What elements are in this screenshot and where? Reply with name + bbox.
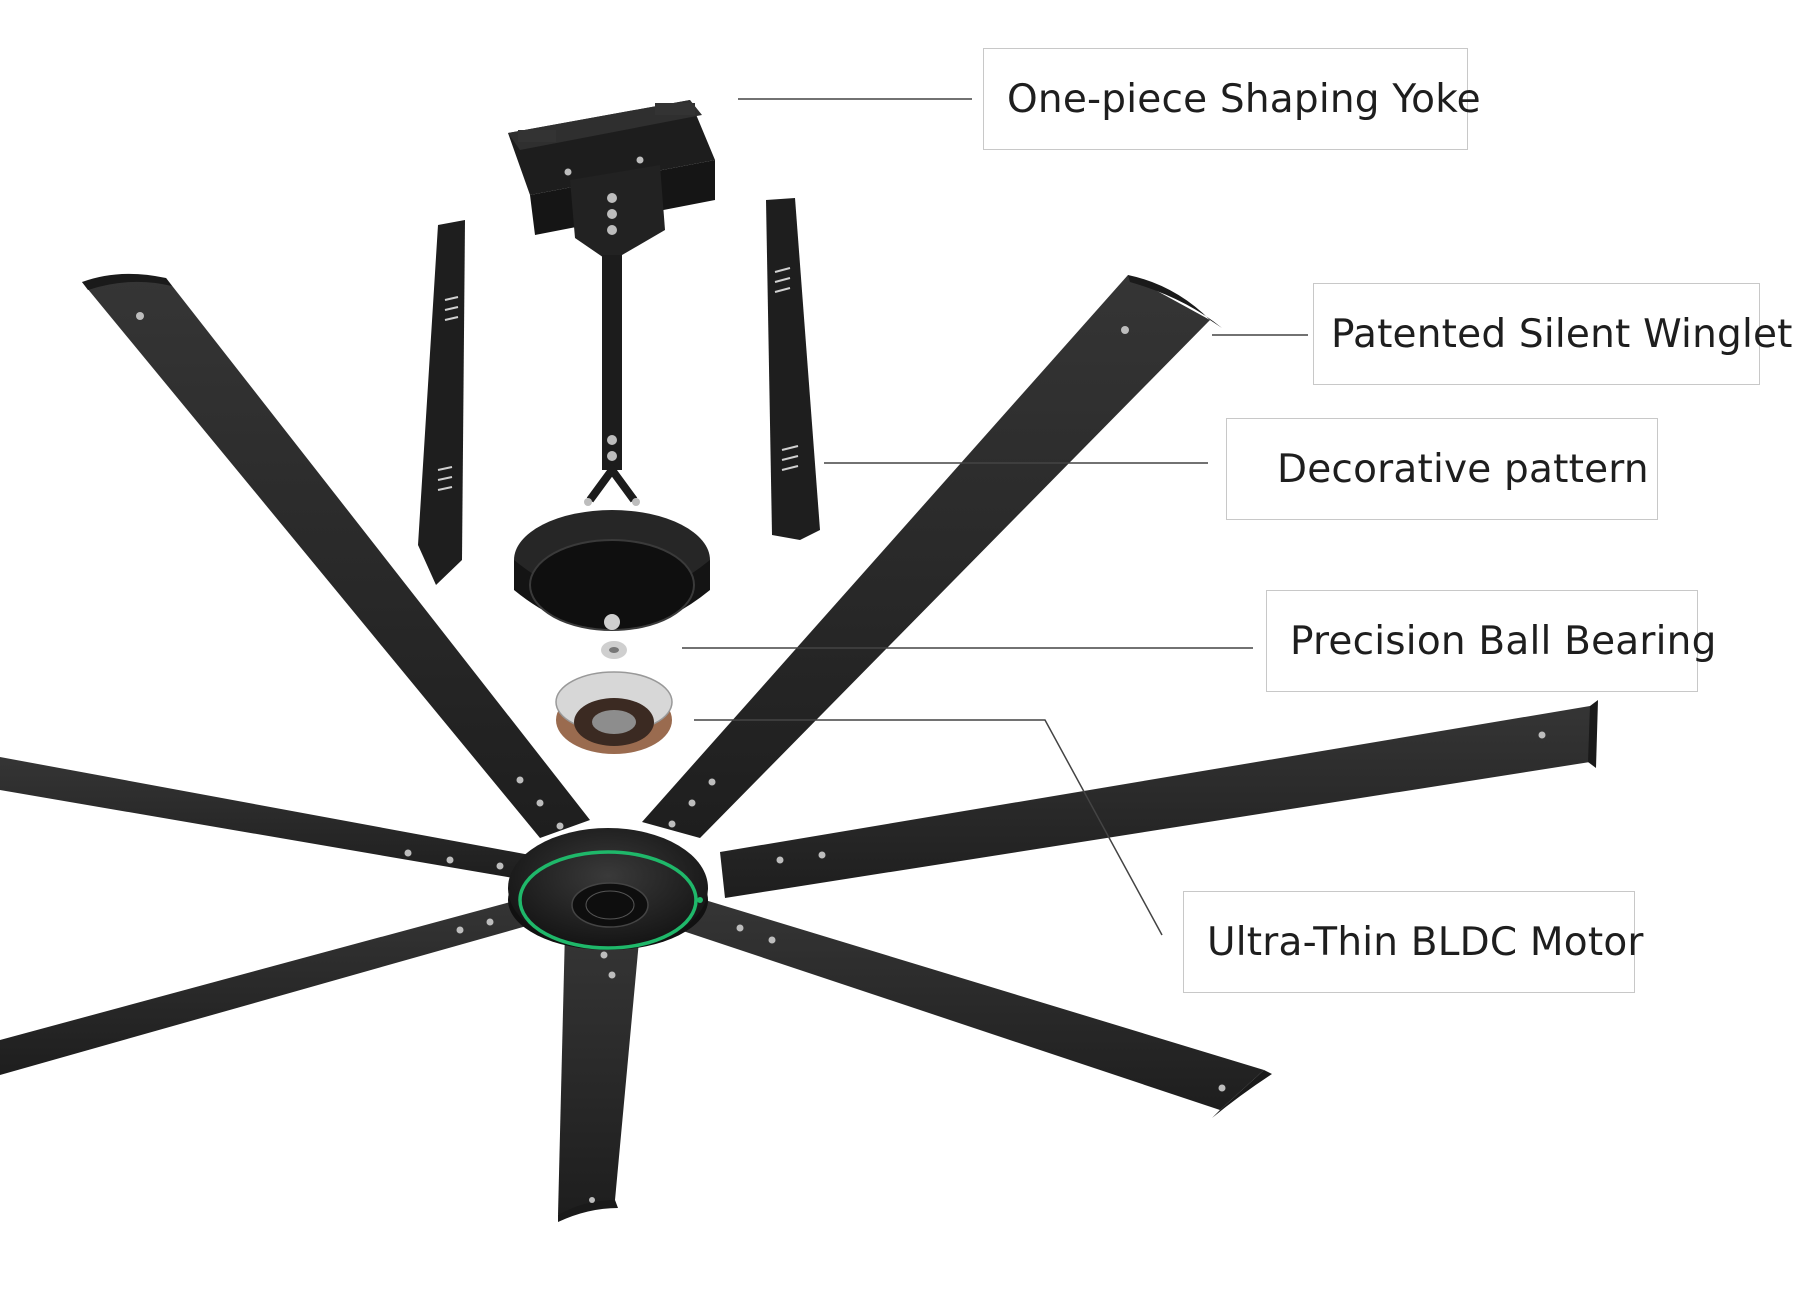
blade-bottom-winglet xyxy=(558,1200,618,1222)
blade-section-left xyxy=(418,220,465,585)
blade-lower-right xyxy=(680,900,1264,1110)
callout-pattern: Decorative pattern xyxy=(1226,418,1658,520)
callout-winglet-label: Patented Silent Winglet xyxy=(1331,311,1793,357)
blade-right-winglet xyxy=(1588,700,1598,768)
callout-pattern-label: Decorative pattern xyxy=(1277,446,1649,492)
blade-lower-right-winglet xyxy=(1212,1070,1272,1118)
fan-hub xyxy=(508,828,708,950)
leader-line-motor xyxy=(694,719,1163,936)
fan-blades xyxy=(0,273,1598,1222)
hub-accent-ring xyxy=(518,850,698,950)
callout-bearing-label: Precision Ball Bearing xyxy=(1290,618,1717,664)
blade-lower-left xyxy=(0,898,530,1075)
ball-bearing xyxy=(601,641,627,659)
bldc-stator xyxy=(555,671,673,754)
blade-right xyxy=(720,706,1590,898)
blade-section-right xyxy=(766,198,820,540)
blade-upper-right xyxy=(642,275,1210,838)
callout-winglet: Patented Silent Winglet xyxy=(1313,283,1792,385)
callout-motor: Ultra-Thin BLDC Motor xyxy=(1183,891,1643,993)
shaping-yoke xyxy=(508,100,715,262)
blade-upper-left-winglet xyxy=(82,273,172,290)
blade-bottom xyxy=(558,930,640,1215)
blade-upper-right-winglet xyxy=(1128,275,1222,328)
callout-yoke-label: One-piece Shaping Yoke xyxy=(1007,76,1481,122)
leader-lines xyxy=(682,98,1308,936)
blade-bolts xyxy=(136,312,1546,1203)
callout-bearing: Precision Ball Bearing xyxy=(1266,590,1716,692)
blade-left xyxy=(0,757,530,880)
callout-motor-label: Ultra-Thin BLDC Motor xyxy=(1207,919,1644,965)
blade-upper-left xyxy=(82,278,590,838)
downrod xyxy=(584,255,640,506)
motor-housing xyxy=(514,510,710,631)
callout-yoke: One-piece Shaping Yoke xyxy=(983,48,1481,150)
